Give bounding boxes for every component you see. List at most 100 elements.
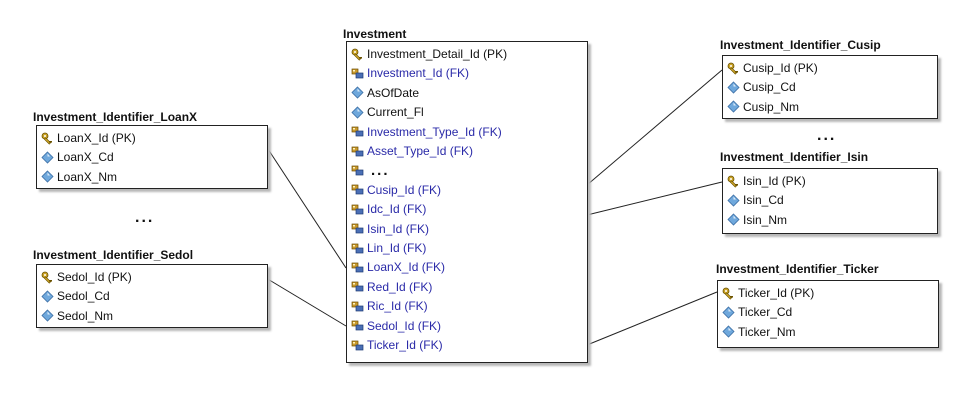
column-row[interactable]: Cusip_Cd xyxy=(727,78,796,96)
relationship-line-cusip xyxy=(586,69,723,186)
column-row[interactable]: AsOfDate xyxy=(351,84,419,102)
column-label: Sedol_Id (PK) xyxy=(57,270,132,284)
foreign-key-icon xyxy=(351,145,367,158)
relationship-line-ticker xyxy=(586,291,718,346)
column-row[interactable]: Sedol_Cd xyxy=(41,287,110,305)
entity-title: Investment xyxy=(343,27,407,41)
entity-investment[interactable]: Investment xyxy=(343,27,406,41)
foreign-key-icon xyxy=(351,242,367,255)
column-row[interactable]: ... xyxy=(351,161,390,179)
attribute-diamond-icon xyxy=(727,213,743,226)
column-row[interactable]: LoanX_Nm xyxy=(41,168,117,186)
column-label: LoanX_Nm xyxy=(57,169,118,184)
column-label: Current_Fl xyxy=(367,105,424,120)
column-label: Ticker_Cd xyxy=(738,305,793,320)
relationship-line-isin xyxy=(586,181,723,216)
column-label: Investment_Type_Id (FK) xyxy=(367,124,502,139)
foreign-key-icon xyxy=(351,261,367,274)
column-row[interactable]: Cusip_Id (FK) xyxy=(351,181,441,199)
column-row[interactable]: Idc_Id (FK) xyxy=(351,200,426,218)
column-label: Sedol_Nm xyxy=(57,308,114,323)
column-label: Isin_Cd xyxy=(743,193,784,208)
more-entities-ellipsis-left: ... xyxy=(135,209,155,226)
column-label: Investment_Detail_Id (PK) xyxy=(367,47,508,61)
column-label: Sedol_Cd xyxy=(57,289,110,304)
column-row[interactable]: LoanX_Cd xyxy=(41,148,114,166)
attribute-diamond-icon xyxy=(727,194,743,207)
column-row[interactable]: Ticker_Id (FK) xyxy=(351,336,443,354)
column-row[interactable]: Asset_Type_Id (FK) xyxy=(351,142,473,160)
column-label: Asset_Type_Id (FK) xyxy=(367,144,474,158)
entity-ticker[interactable]: Investment_Identifier_Ticker xyxy=(716,262,879,276)
attribute-diamond-icon xyxy=(351,86,367,99)
foreign-key-icon xyxy=(351,67,367,80)
entity-title: Investment_Identifier_LoanX xyxy=(33,110,198,124)
column-label: Cusip_Id (FK) xyxy=(367,182,442,197)
column-label: LoanX_Cd xyxy=(57,150,114,165)
column-row[interactable]: LoanX_Id (PK) xyxy=(41,129,136,147)
column-row[interactable]: Current_Fl xyxy=(351,103,424,121)
foreign-key-icon xyxy=(351,183,367,196)
column-row[interactable]: Isin_Id (FK) xyxy=(351,220,429,238)
foreign-key-icon xyxy=(351,300,367,313)
attribute-diamond-icon xyxy=(727,81,743,94)
entity-title: Investment_Identifier_Ticker xyxy=(716,262,879,276)
column-label: ... xyxy=(371,161,390,179)
column-row[interactable]: Ticker_Cd xyxy=(722,303,792,321)
attribute-diamond-icon xyxy=(41,151,57,164)
foreign-key-icon xyxy=(351,164,367,177)
foreign-key-icon xyxy=(351,125,367,138)
column-label: Idc_Id (FK) xyxy=(367,202,427,217)
column-row[interactable]: LoanX_Id (FK) xyxy=(351,258,445,276)
entity-cusip[interactable]: Investment_Identifier_Cusip xyxy=(720,38,881,52)
column-label: Red_Id (FK) xyxy=(367,279,433,294)
column-row[interactable]: Isin_Id (PK) xyxy=(727,172,806,190)
key-icon xyxy=(41,271,57,284)
column-label: Lin_Id (FK) xyxy=(367,241,427,255)
column-label: Ticker_Nm xyxy=(738,324,796,339)
entity-isin[interactable]: Investment_Identifier_Isin xyxy=(720,150,868,164)
key-icon xyxy=(41,132,57,145)
column-label: Isin_Id (PK) xyxy=(743,174,806,188)
column-row[interactable]: Sedol_Id (FK) xyxy=(351,317,441,335)
column-row[interactable]: Red_Id (FK) xyxy=(351,278,432,296)
foreign-key-icon xyxy=(351,280,367,293)
column-row[interactable]: Cusip_Nm xyxy=(727,98,799,116)
column-row[interactable]: Isin_Nm xyxy=(727,211,787,229)
relationship-line-loanx xyxy=(265,145,347,269)
column-row[interactable]: Ticker_Id (PK) xyxy=(722,284,814,302)
attribute-diamond-icon xyxy=(722,306,738,319)
foreign-key-icon xyxy=(351,339,367,352)
entity-box-investment[interactable]: Investment_Detail_Id (PK) Investment_Id (… xyxy=(346,41,588,363)
column-label: Cusip_Id (PK) xyxy=(743,61,818,75)
column-row[interactable]: Ticker_Nm xyxy=(722,323,796,341)
column-row[interactable]: Isin_Cd xyxy=(727,191,784,209)
column-row[interactable]: Sedol_Id (PK) xyxy=(41,268,132,286)
column-row[interactable]: Investment_Id (FK) xyxy=(351,64,469,82)
entity-title: Investment_Identifier_Cusip xyxy=(720,38,881,52)
entity-sedol[interactable]: Investment_Identifier_Sedol xyxy=(33,248,193,262)
column-row[interactable]: Investment_Detail_Id (PK) xyxy=(351,45,507,63)
attribute-diamond-icon xyxy=(722,325,738,338)
column-row[interactable]: Lin_Id (FK) xyxy=(351,239,426,257)
column-row[interactable]: Ric_Id (FK) xyxy=(351,297,428,315)
column-label: LoanX_Id (PK) xyxy=(57,131,136,145)
column-label: Ticker_Id (FK) xyxy=(367,338,443,352)
column-row[interactable]: Sedol_Nm xyxy=(41,307,113,325)
foreign-key-icon xyxy=(351,203,367,216)
more-entities-ellipsis-right: ... xyxy=(817,127,837,144)
entity-loanx[interactable]: Investment_Identifier_LoanX xyxy=(33,110,197,124)
attribute-diamond-icon xyxy=(41,290,57,303)
column-label: Sedol_Id (FK) xyxy=(367,318,442,333)
column-label: Isin_Nm xyxy=(743,212,788,227)
column-row[interactable]: Investment_Type_Id (FK) xyxy=(351,123,502,141)
key-icon xyxy=(722,287,738,300)
column-row[interactable]: Cusip_Id (PK) xyxy=(727,59,818,77)
column-label: Investment_Id (FK) xyxy=(367,66,470,81)
